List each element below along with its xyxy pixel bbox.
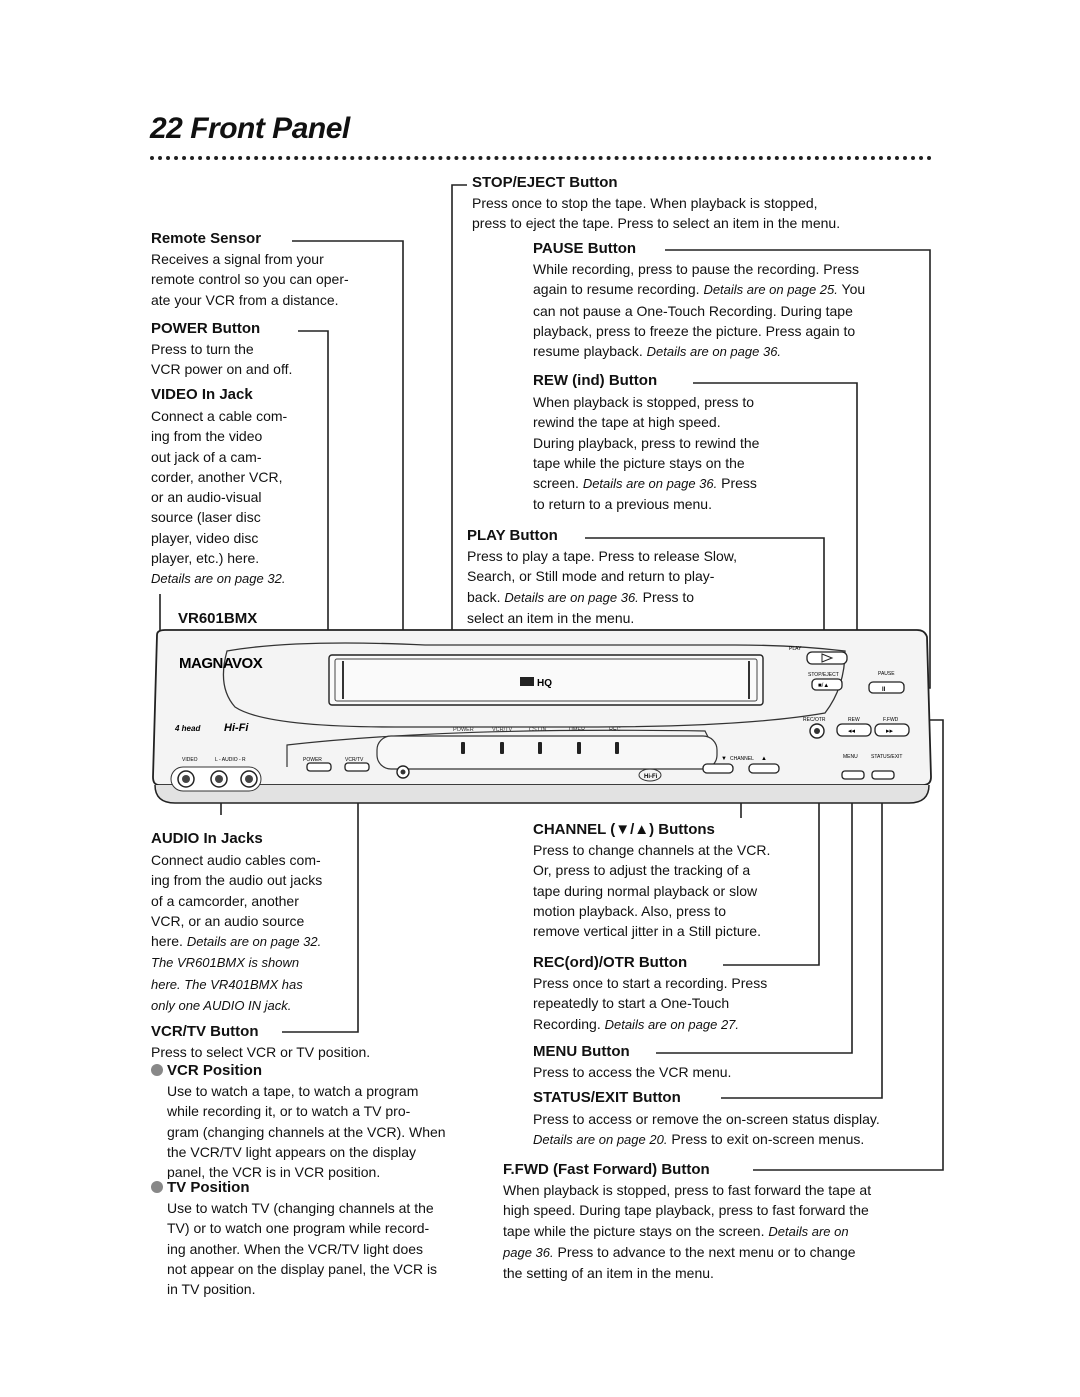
line-remote-sensor (292, 240, 404, 764)
vhs-icon (520, 677, 534, 686)
vcr-front-panel: HQ MAGNAVOX 4 head Hi-Fi POWER VCR/TV CS… (152, 629, 932, 804)
rew-label: REW (848, 717, 860, 723)
ffwd-heading: F.FWD (Fast Forward) Button (503, 1161, 714, 1178)
stop-eject-heading: STOP/EJECT Button (472, 174, 622, 191)
play-text: Press to play a tape. Press to release S… (467, 548, 738, 626)
stop-eject-icon: ■/▲ (818, 683, 829, 689)
tv-position-heading: TV Position (151, 1179, 254, 1196)
channel-up-glyph: ▲ (761, 756, 767, 762)
audio-jack-right[interactable] (240, 770, 258, 788)
ffwd-text: When playback is stopped, press to fast … (503, 1182, 872, 1282)
status-exit-label: STATUS/EXIT (871, 754, 902, 760)
stop-eject-text: Press once to stop the tape. When playba… (472, 195, 841, 232)
hifi-logo: Hi-Fi (224, 722, 249, 734)
rew-heading: REW (ind) Button (533, 372, 662, 389)
vcrtv-label: VCR/TV (345, 757, 364, 763)
rec-light (615, 742, 619, 754)
line-menu (656, 780, 853, 1054)
magnavox-logo: MAGNAVOX (179, 655, 263, 672)
play-button[interactable] (806, 651, 848, 665)
status-exit-text: Press to access or remove the on-screen … (533, 1111, 880, 1148)
audio-jacks-heading: AUDIO In Jacks (151, 830, 267, 847)
four-head-logo: 4 head (174, 724, 201, 733)
line-vcrtv (282, 765, 359, 1033)
rec-otr-heading: REC(ord)/OTR Button (533, 954, 692, 971)
power-light (461, 742, 465, 754)
cstin-light (538, 742, 542, 754)
svg-text:Hi-Fi: Hi-Fi (644, 774, 658, 780)
ffwd-icon: ▸▸ (886, 728, 894, 735)
audio-jack-label: L - AUDIO - R (215, 757, 246, 763)
channel-label: CHANNEL (730, 756, 754, 762)
channel-heading: CHANNEL (▼/▲) Buttons (533, 821, 719, 838)
channel-up-button[interactable] (748, 763, 780, 774)
light-label-cstin: CST.IN (529, 727, 546, 733)
pause-text: While recording, press to pause the reco… (533, 261, 866, 360)
line-status-exit (721, 780, 883, 1099)
channel-down-button[interactable] (702, 763, 734, 774)
play-label: PLAY (789, 646, 802, 652)
model-label: VR601BMX (178, 610, 258, 627)
light-label-power: POWER (453, 727, 474, 733)
power-button[interactable] (306, 762, 332, 772)
remote-sensor-heading: Remote Sensor (151, 230, 266, 247)
ffwd-button[interactable] (874, 723, 910, 737)
video-jack-text: Connect a cable com- ing from the video … (151, 408, 288, 587)
rec-otr-label: REC/OTR (803, 717, 826, 723)
stop-eject-button[interactable] (811, 678, 843, 691)
menu-heading: MENU Button (533, 1043, 634, 1060)
vcrtv-heading: VCR/TV Button (151, 1023, 263, 1040)
pause-button[interactable] (868, 681, 905, 694)
menu-button[interactable] (841, 770, 865, 780)
status-exit-heading: STATUS/EXIT Button (533, 1089, 685, 1106)
channel-down-glyph: ▼ (721, 756, 727, 762)
video-jack-heading: VIDEO In Jack (151, 386, 257, 403)
video-jack-label: VIDEO (182, 757, 198, 763)
remote-sensor (396, 765, 410, 779)
ffwd-label: F.FWD (883, 717, 899, 723)
bullet-icon (151, 1181, 163, 1193)
line-rec-otr (723, 738, 820, 966)
vcrtv-intro: Press to select VCR or TV position. (151, 1044, 371, 1060)
vcr-position-heading: VCR Position (151, 1062, 267, 1079)
title-divider (150, 156, 932, 160)
rew-text: When playback is stopped, press to rewin… (533, 394, 760, 513)
rew-icon: ◂◂ (848, 728, 856, 735)
rec-otr-button[interactable] (809, 723, 825, 739)
audio-jack-left[interactable] (210, 770, 228, 788)
line-power (298, 330, 329, 765)
pause-label: PAUSE (878, 671, 895, 677)
hq-badge: HQ (537, 678, 552, 689)
page-title: 22 Front Panel (150, 112, 350, 145)
bullet-icon (151, 1064, 163, 1076)
stop-eject-label: STOP/EJECT (808, 672, 839, 678)
vcrtv-button[interactable] (344, 762, 370, 772)
remote-sensor-text: Receives a signal from your remote contr… (151, 251, 349, 308)
menu-text: Press to access the VCR menu. (533, 1064, 732, 1080)
light-label-rec: REC (609, 727, 621, 733)
audio-jacks-text: Connect audio cables com- ing from the a… (151, 852, 323, 1014)
light-label-timer: TIMER (568, 727, 585, 733)
vcrtv-light (500, 742, 504, 754)
menu-label: MENU (843, 754, 858, 760)
rec-otr-text: Press once to start a recording. Press r… (533, 975, 768, 1032)
light-label-vcrtv: VCR/TV (492, 727, 513, 733)
power-label: POWER (303, 757, 322, 763)
power-heading: POWER Button (151, 320, 265, 337)
pause-icon: II (882, 687, 886, 693)
play-heading: PLAY Button (467, 527, 562, 544)
rew-button[interactable] (836, 723, 872, 737)
video-jack[interactable] (177, 770, 195, 788)
line-play (585, 537, 825, 660)
line-rew (693, 382, 858, 718)
tv-position-text: Use to watch TV (changing channels at th… (167, 1200, 438, 1298)
channel-text: Press to change channels at the VCR. Or,… (533, 842, 771, 940)
power-text: Press to turn the VCR power on and off. (151, 341, 293, 378)
dolby-logo: Hi-Fi (638, 768, 662, 782)
status-exit-button[interactable] (871, 770, 895, 780)
timer-light (577, 742, 581, 754)
pause-heading: PAUSE Button (533, 240, 641, 257)
vcr-position-text: Use to watch a tape, to watch a program … (167, 1083, 446, 1181)
